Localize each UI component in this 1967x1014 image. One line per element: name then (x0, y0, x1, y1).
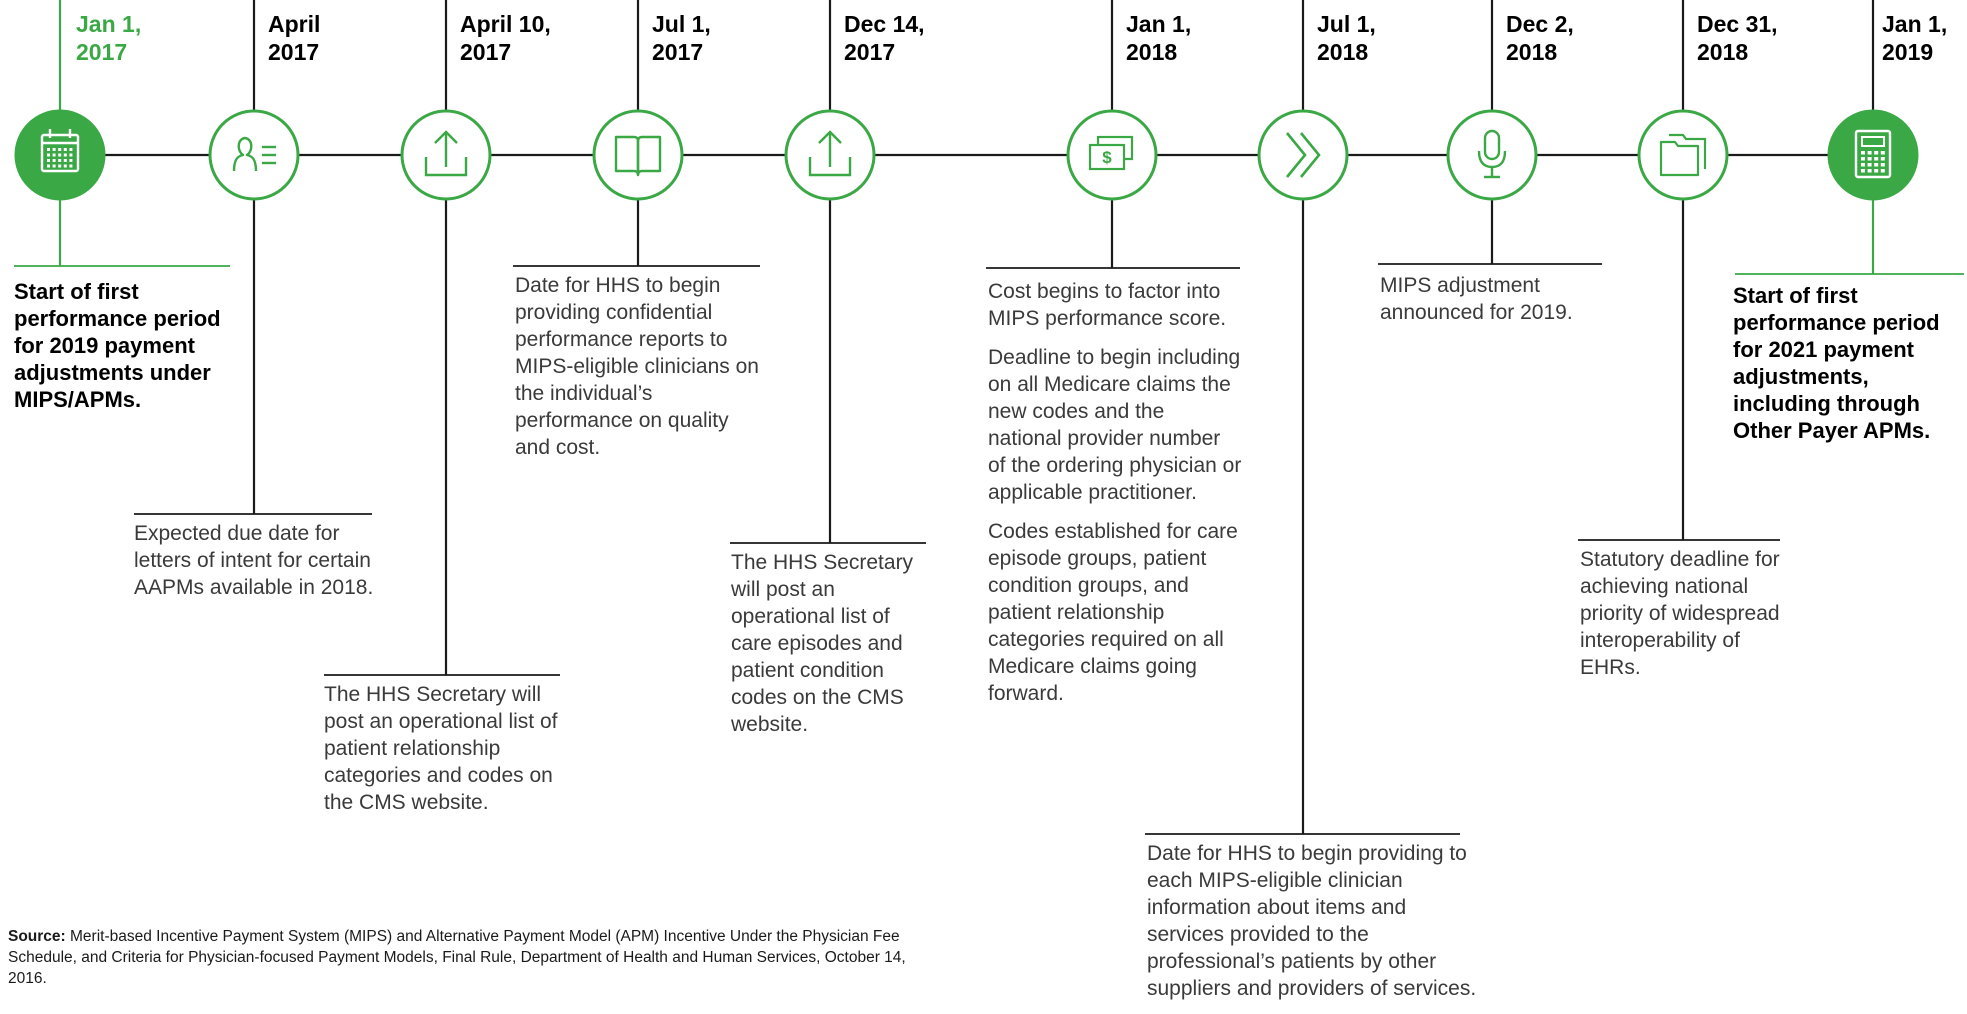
milestone-4 (513, 0, 760, 267)
milestone-date: Dec 31, 2018 (1697, 11, 1778, 65)
description-paragraph: Start of first performance period for 20… (1733, 283, 1940, 443)
milestone-node (1257, 109, 1349, 201)
patient-list-icon (232, 136, 276, 172)
source-label: Source: (8, 928, 66, 945)
milestone-description: Date for HHS to begin providing confiden… (515, 272, 760, 473)
milestone-description: Date for HHS to begin providing to each … (1147, 840, 1477, 1014)
upload-icon (808, 130, 852, 177)
description-paragraph: Date for HHS to begin providing to each … (1147, 842, 1477, 1000)
calculator-icon (1854, 129, 1892, 179)
microphone-icon (1477, 129, 1507, 179)
milestone-10 (1735, 0, 1964, 275)
milestone-description: The HHS Secretary will post an operation… (731, 549, 926, 750)
source-note: Source: Merit-based Incentive Payment Sy… (8, 926, 908, 989)
calendar-icon (40, 129, 80, 173)
milestone-date: April 2017 (268, 11, 321, 65)
milestone-description: Expected due date for letters of intent … (134, 520, 374, 613)
milestone-description: The HHS Secretary will post an operation… (324, 681, 564, 828)
money-icon: $ (1088, 135, 1134, 171)
milestone-3 (324, 0, 560, 676)
description-paragraph: The HHS Secretary will post an operation… (324, 683, 558, 814)
book-icon (614, 135, 662, 177)
description-paragraph: Codes established for care episode group… (988, 520, 1238, 705)
description-paragraph: Date for HHS to begin providing confiden… (515, 274, 759, 459)
milestone-date: Jul 1, 2017 (652, 11, 711, 65)
description-paragraph: MIPS adjustment announced for 2019. (1380, 274, 1573, 324)
milestone-2 (134, 0, 372, 515)
milestone-6: $ (986, 0, 1240, 269)
milestone-node (1827, 109, 1919, 201)
milestone-node (208, 109, 300, 201)
milestone-date: Dec 14, 2017 (844, 11, 925, 65)
milestone-5 (730, 0, 926, 544)
milestone-date: Jan 1, 2018 (1126, 11, 1192, 65)
milestone-description: Start of first performance period for 20… (14, 278, 234, 425)
milestone-description: Cost begins to factor into MIPS performa… (988, 278, 1243, 719)
milestone-7 (1145, 0, 1460, 835)
description-paragraph: The HHS Secretary will post an operation… (731, 551, 914, 736)
milestone-date: Jul 1, 2018 (1317, 11, 1376, 65)
milestone-date: Dec 2, 2018 (1506, 11, 1574, 65)
description-paragraph: Start of first performance period for 20… (14, 279, 221, 412)
milestone-9 (1578, 0, 1780, 541)
svg-text:$: $ (1102, 148, 1112, 167)
milestone-1 (14, 0, 230, 267)
description-paragraph: Cost begins to factor into MIPS performa… (988, 280, 1227, 330)
milestone-date: Jan 1, 2017 (76, 11, 142, 65)
forward-chevrons-icon (1285, 132, 1321, 178)
milestone-date: April 10, 2017 (460, 11, 551, 65)
milestone-8 (1378, 0, 1602, 265)
milestone-description: MIPS adjustment announced for 2019. (1380, 272, 1610, 338)
description-paragraph: Statutory deadline for achieving nationa… (1580, 548, 1780, 679)
source-text: Merit-based Incentive Payment System (MI… (8, 928, 906, 987)
description-paragraph: Deadline to begin including on all Medic… (988, 346, 1242, 504)
milestone-description: Start of first performance period for 20… (1733, 282, 1953, 456)
milestone-date: Jan 1, 2019 (1882, 11, 1948, 65)
folders-icon (1659, 133, 1707, 177)
description-paragraph: Expected due date for letters of intent … (134, 522, 374, 599)
upload-icon (424, 130, 468, 177)
milestone-node (1446, 109, 1538, 201)
milestone-description: Statutory deadline for achieving nationa… (1580, 546, 1780, 693)
